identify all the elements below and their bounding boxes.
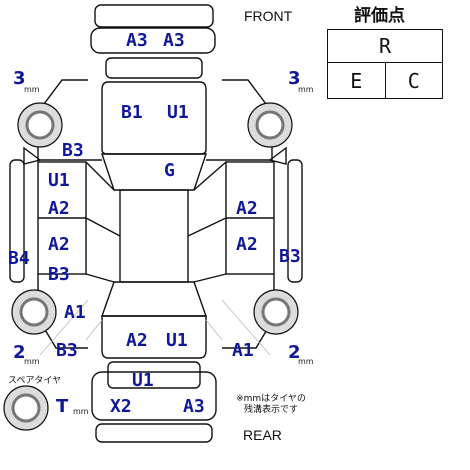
tread-unit: mm xyxy=(24,357,40,366)
tread-spare: T xyxy=(56,396,69,417)
front-bumper-top-outline xyxy=(94,4,214,28)
roof-outline xyxy=(119,189,189,283)
tread-note-line2: 残溝表示です xyxy=(243,405,298,415)
windshield-outline xyxy=(101,153,207,191)
damage-right-front-door: A2 xyxy=(236,198,258,219)
damage-right-rocker: B3 xyxy=(279,246,301,267)
damage-front-bumper-2: A3 xyxy=(163,30,185,51)
right-rocker-outline xyxy=(287,159,303,283)
damage-left-rear-lower: B3 xyxy=(56,340,78,361)
tire-icon xyxy=(247,102,293,148)
grade-overall-cell: R xyxy=(328,30,442,63)
damage-windshield: G xyxy=(164,160,175,181)
damage-hood-1: B1 xyxy=(121,102,143,123)
grade-exterior: E xyxy=(350,68,363,93)
tread-rear-left: 2 xyxy=(13,342,26,363)
tread-unit: mm xyxy=(24,85,40,94)
tread-unit: mm xyxy=(298,357,314,366)
front-label: FRONT xyxy=(244,8,293,24)
tire-icon xyxy=(3,385,49,431)
tread-rear-right: 2 xyxy=(288,342,301,363)
grade-title: 評価点 xyxy=(354,6,405,26)
grade-overall: R xyxy=(378,34,392,58)
trunk-outline xyxy=(101,315,207,359)
damage-front-bumper-1: A3 xyxy=(126,30,148,51)
tread-unit: mm xyxy=(298,85,314,94)
damage-rear-panel: U1 xyxy=(132,370,154,391)
rear-panel-outline xyxy=(107,361,201,389)
front-bumper-outline xyxy=(90,27,216,54)
rear-bumper-bottom-outline xyxy=(95,423,213,443)
damage-rear-bumper-2: A3 xyxy=(183,396,205,417)
damage-trunk-2: U1 xyxy=(166,330,188,351)
tire-icon xyxy=(253,289,299,335)
spare-tire-label: スペアタイヤ xyxy=(8,376,62,386)
tire-icon xyxy=(11,289,57,335)
damage-left-rear-door-1: A2 xyxy=(48,234,70,255)
hood-outline xyxy=(101,81,207,155)
tread-note-line1: ※mmはタイヤの xyxy=(236,394,306,404)
damage-left-rocker: B4 xyxy=(8,248,30,269)
damage-left-rear-door-2: B3 xyxy=(48,264,70,285)
front-grille-outline xyxy=(105,57,203,79)
grade-interior-cell: C xyxy=(384,63,443,98)
damage-left-front-door-2: A2 xyxy=(48,198,70,219)
rear-bumper-outline xyxy=(91,371,217,421)
tire-icon xyxy=(17,102,63,148)
tread-unit: mm xyxy=(73,407,89,416)
damage-right-rear-quarter: A1 xyxy=(232,340,254,361)
damage-left-front-fender: B3 xyxy=(62,140,84,161)
grade-interior: C xyxy=(407,68,420,93)
grade-table: R E C xyxy=(327,29,443,99)
rear-label: REAR xyxy=(243,427,282,443)
damage-left-front-door-1: U1 xyxy=(48,170,70,191)
damage-trunk-1: A2 xyxy=(126,330,148,351)
damage-right-rear-door: A2 xyxy=(236,234,258,255)
left-rocker-outline xyxy=(9,159,25,283)
damage-rear-bumper-1: X2 xyxy=(110,396,132,417)
grade-exterior-cell: E xyxy=(328,63,385,98)
damage-left-rear-quarter: A1 xyxy=(64,302,86,323)
damage-hood-2: U1 xyxy=(167,102,189,123)
tread-front-right: 3 xyxy=(288,68,301,89)
tread-front-left: 3 xyxy=(13,68,26,89)
rear-window-outline xyxy=(101,281,207,317)
